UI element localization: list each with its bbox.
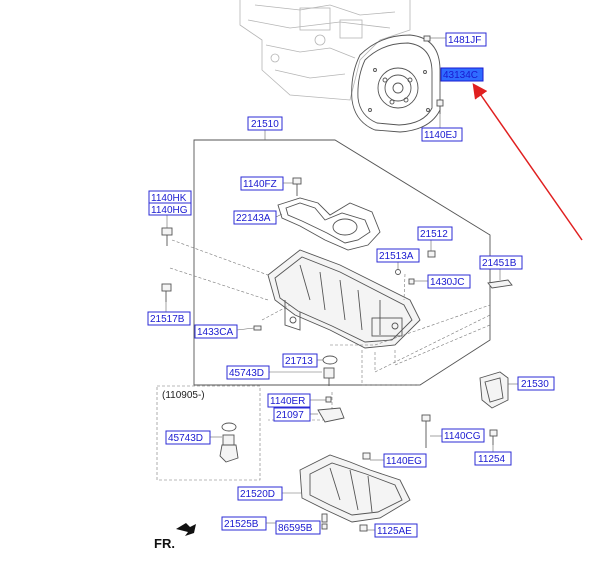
part-label-21451b[interactable]: 21451B: [479, 255, 523, 270]
bolt-1140fz-icon: [292, 177, 302, 196]
svg-text:22143A: 22143A: [236, 213, 271, 224]
svg-text:21097: 21097: [276, 410, 304, 421]
seal-case-plate: [351, 34, 441, 133]
svg-text:1140HK: 1140HK: [151, 193, 187, 204]
svg-text:1140CG: 1140CG: [444, 431, 481, 442]
svg-text:11254: 11254: [478, 454, 506, 465]
engine-block-illustration: [239, 0, 411, 101]
bolt-1481jf-icon: [423, 35, 446, 42]
part-label-1140eg[interactable]: 1140EG: [383, 453, 427, 468]
part-label-1430jc[interactable]: 1430JC: [427, 274, 471, 289]
oil-level-sensor-variant-icon: [210, 422, 239, 463]
part-label-1140hg[interactable]: 1140HG: [148, 202, 192, 216]
bolt-1140cg-icon: [421, 414, 442, 448]
part-label-1140er[interactable]: 1140ER: [267, 393, 311, 408]
variant-note: (110905-): [162, 390, 205, 401]
pointer-arrow: [472, 83, 583, 241]
svg-text:1140ER: 1140ER: [270, 396, 305, 407]
part-label-21510[interactable]: 21510: [247, 116, 283, 131]
svg-text:21520D: 21520D: [240, 489, 275, 500]
part-label-21517b[interactable]: 21517B: [147, 311, 191, 326]
svg-text:1140EJ: 1140EJ: [424, 130, 457, 141]
bolt-11254-icon: [489, 429, 498, 452]
oil-level-sensor-icon: [268, 355, 338, 386]
part-label-1140fz[interactable]: 1140FZ: [240, 176, 293, 191]
oil-screen-21097-icon: [310, 396, 345, 423]
drain-plug-21512-icon: [427, 240, 436, 258]
svg-text:21525B: 21525B: [224, 519, 259, 530]
svg-text:45743D: 45743D: [229, 368, 264, 379]
part-label-43134c[interactable]: 43134C: [440, 67, 484, 82]
part-label-1140hk[interactable]: 1140HK: [148, 190, 192, 204]
svg-text:21512: 21512: [420, 229, 448, 240]
gasket-22143a-icon: [277, 197, 381, 251]
bolt-86595b-icon: [321, 513, 328, 530]
part-label-1140cg[interactable]: 1140CG: [441, 428, 485, 443]
bolt-1125ae-icon: [359, 524, 375, 532]
bolt-21517b-icon: [161, 283, 172, 312]
part-label-21520d[interactable]: 21520D: [237, 486, 283, 501]
part-label-1140ej[interactable]: 1140EJ: [421, 127, 463, 142]
bracket-21451b-icon: [487, 268, 513, 289]
front-direction-indicator: FR.: [154, 523, 196, 551]
svg-text:1140FZ: 1140FZ: [243, 179, 277, 190]
part-label-21530[interactable]: 21530: [517, 376, 555, 391]
svg-text:21513A: 21513A: [379, 251, 414, 262]
part-label-21713[interactable]: 21713: [282, 353, 318, 368]
part-label-1481jf[interactable]: 1481JF: [445, 32, 487, 47]
part-label-21097[interactable]: 21097: [273, 407, 311, 422]
part-label-45743d-variant[interactable]: 45743D: [165, 430, 211, 445]
part-label-1125ae[interactable]: 1125AE: [374, 523, 418, 538]
part-label-21512[interactable]: 21512: [417, 226, 453, 241]
part-label-45743d[interactable]: 45743D: [226, 365, 270, 380]
svg-text:21530: 21530: [521, 379, 549, 390]
oil-pan-upper-icon: [267, 249, 421, 349]
assembly-frame: [193, 139, 491, 386]
svg-text:86595B: 86595B: [278, 523, 313, 534]
bolt-1140ej-icon: [436, 99, 444, 128]
svg-text:1481JF: 1481JF: [448, 35, 481, 46]
part-label-22143a[interactable]: 22143A: [233, 210, 283, 225]
oil-pan-lower-icon: [282, 454, 411, 523]
svg-text:1140EG: 1140EG: [386, 456, 422, 467]
svg-text:21517B: 21517B: [150, 314, 185, 325]
svg-text:43134C: 43134C: [443, 70, 478, 81]
svg-text:21451B: 21451B: [482, 258, 517, 269]
part-label-1433ca[interactable]: 1433CA: [194, 324, 255, 339]
svg-text:21510: 21510: [251, 119, 279, 130]
svg-text:1433CA: 1433CA: [197, 327, 233, 338]
front-direction-label: FR.: [154, 536, 175, 551]
variant-box: [156, 385, 261, 481]
svg-text:21713: 21713: [285, 356, 313, 367]
part-label-21525b[interactable]: 21525B: [221, 516, 276, 531]
bolt-1140hk-icon: [161, 227, 173, 246]
svg-text:45743D: 45743D: [168, 433, 203, 444]
part-label-86595b[interactable]: 86595B: [275, 520, 321, 535]
pin-1430jc-icon: [408, 278, 428, 285]
baffle-21530-icon: [479, 371, 518, 409]
svg-text:1140HG: 1140HG: [151, 205, 188, 216]
part-label-11254[interactable]: 11254: [474, 451, 512, 466]
bolt-1140eg-icon: [362, 452, 384, 461]
part-label-21513a[interactable]: 21513A: [376, 248, 420, 263]
pin-1433ca-icon: [253, 325, 262, 331]
svg-text:1125AE: 1125AE: [377, 526, 412, 537]
svg-text:1430JC: 1430JC: [430, 277, 464, 288]
washer-21513a-icon: [395, 262, 401, 275]
